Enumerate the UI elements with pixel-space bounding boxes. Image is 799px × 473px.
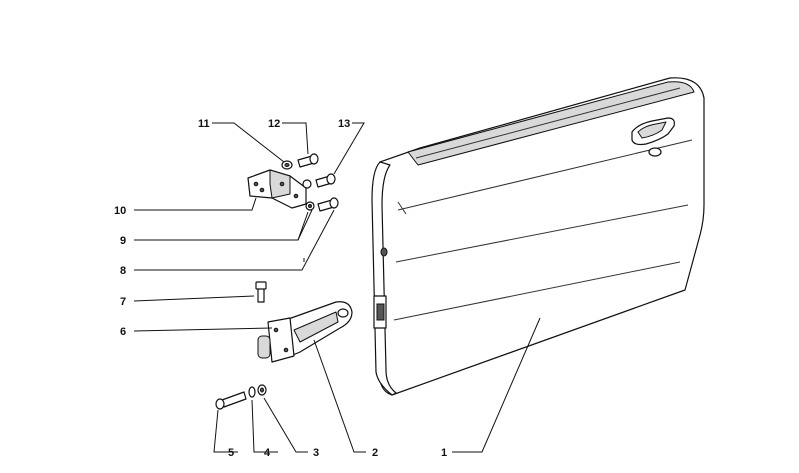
washer-9 [305, 201, 315, 211]
callout-1: 1 [441, 447, 447, 459]
bolt-12 [297, 153, 319, 168]
callout-5: 5 [228, 447, 234, 459]
washer-3 [257, 384, 267, 396]
upper-hinge [247, 153, 339, 212]
bolt-7 [255, 281, 267, 303]
callout-10: 10 [114, 205, 126, 217]
callout-8: 8 [120, 265, 126, 277]
callout-12: 12 [268, 118, 280, 130]
callout-4: 4 [264, 447, 271, 459]
callout-3: 3 [313, 447, 319, 459]
callout-11: 11 [198, 118, 210, 130]
washer-4 [248, 386, 256, 398]
lower-hinge [215, 281, 353, 410]
callout-2: 2 [372, 447, 378, 459]
bolt-13 [302, 173, 336, 189]
door-panel [371, 77, 705, 396]
leader-lines [133, 122, 541, 453]
nut-11 [281, 160, 293, 170]
callout-7: 7 [120, 296, 126, 308]
callout-6: 6 [120, 326, 126, 338]
bolt-8 [317, 197, 339, 212]
callout-9: 9 [120, 235, 126, 247]
callout-13: 13 [338, 118, 350, 130]
door-handle [631, 117, 675, 157]
bolt-5 [215, 391, 247, 410]
lock-slot [373, 295, 387, 329]
callout-labels: 1 2 3 4 5 6 7 8 9 10 11 12 13 [114, 118, 447, 459]
